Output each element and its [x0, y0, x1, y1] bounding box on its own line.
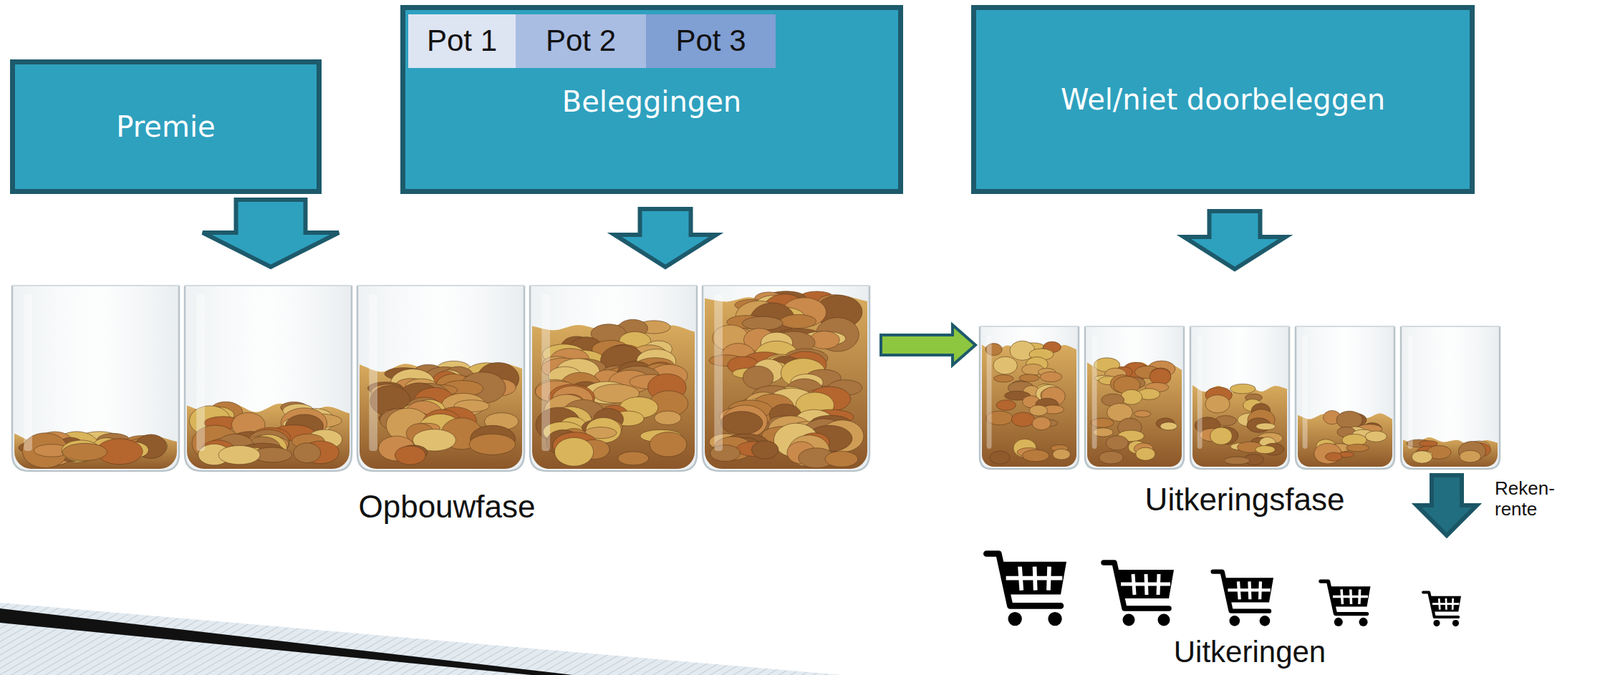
cart-icon [1213, 572, 1274, 627]
coin-jar [702, 285, 870, 472]
pot-box: Pot 2 [515, 14, 647, 69]
phase-label: Opbouwfase [358, 491, 536, 523]
cart-icon [986, 553, 1067, 626]
coin-jar [11, 285, 180, 472]
box-text: Pot 3 [675, 22, 746, 59]
decor-band [0, 603, 842, 675]
coin-jar [1190, 326, 1290, 470]
decision-box: Wel/niet doorbeleggen [971, 5, 1475, 195]
coin-jar [357, 285, 525, 472]
rate-note: Reken- rente [1494, 478, 1555, 520]
down-arrow [614, 209, 717, 268]
coin-jar [184, 285, 353, 472]
cart-icon [1423, 592, 1462, 627]
coin-jar [979, 326, 1080, 470]
coin-jar [529, 285, 698, 472]
phase-arrow [880, 325, 976, 366]
phase-label: Uitkeringsfase [1145, 484, 1346, 516]
decor-ribbon [0, 608, 573, 675]
input-box: Premie [10, 59, 322, 195]
payout-label: Uitkeringen [1173, 637, 1326, 668]
coin-jar [1400, 326, 1500, 470]
cart-icon [1320, 581, 1371, 627]
coin-jar [1085, 326, 1185, 470]
down-arrow [1183, 211, 1286, 270]
illustration-group [11, 199, 1500, 627]
box-text: Pot 2 [545, 22, 616, 59]
box-text: Pot 1 [426, 22, 498, 59]
coin-jar [1295, 326, 1396, 470]
cart-icon [1103, 562, 1174, 627]
pot-box: Pot 3 [646, 14, 776, 69]
down-arrow [1416, 475, 1477, 536]
investment-box: Beleggingen Pot 1 Pot 2 Pot 3 [400, 5, 904, 195]
box-text: Wel/niet doorbeleggen [1060, 82, 1386, 117]
pot-box: Pot 1 [408, 14, 516, 69]
down-arrow [202, 199, 339, 268]
box-text: Beleggingen [562, 84, 742, 119]
box-text: Premie [116, 109, 215, 144]
